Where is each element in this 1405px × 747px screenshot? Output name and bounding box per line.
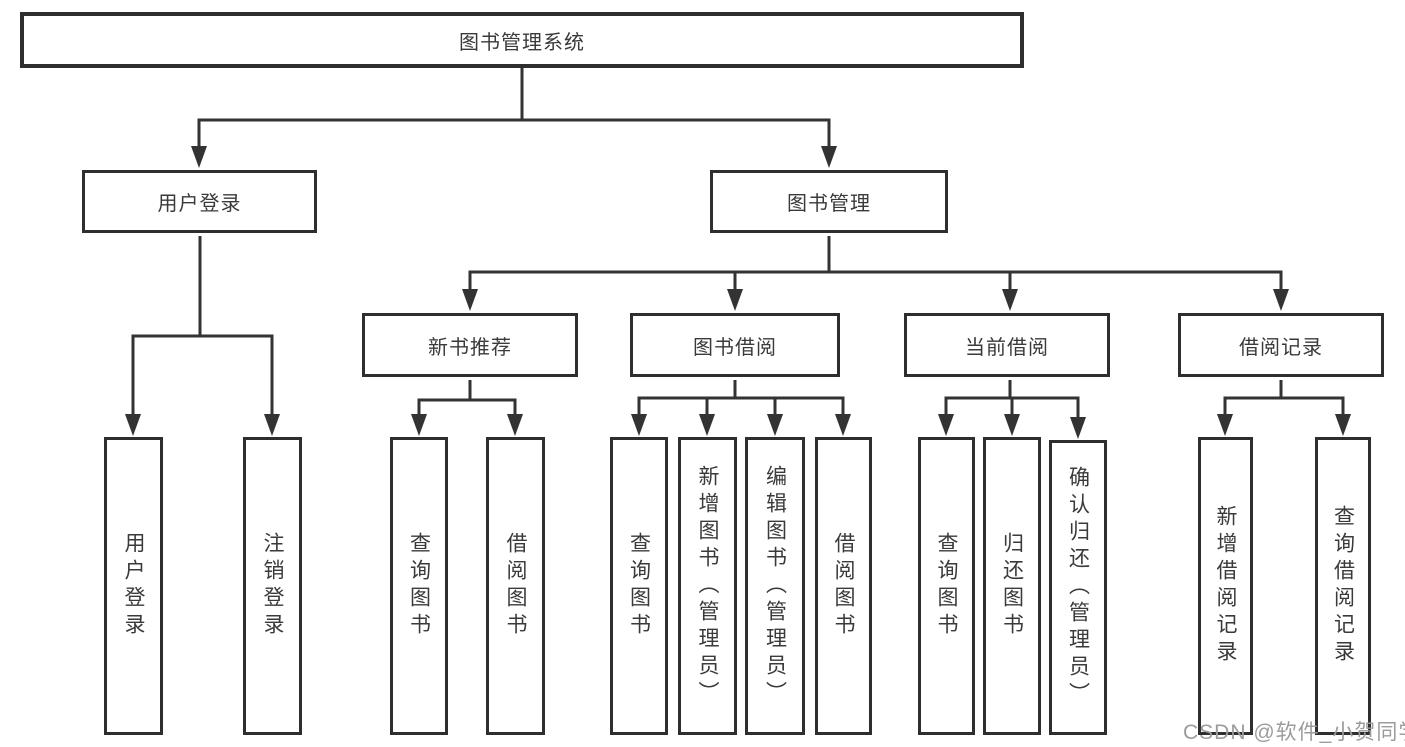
node-label: 图书管理 — [787, 193, 871, 215]
node-label: 用户登录 — [122, 532, 145, 640]
leaf-return-books: 归还图书 — [983, 437, 1041, 735]
leaf-add-borrow-record: 新增借阅记录 — [1198, 437, 1253, 735]
node-label: 新增借阅记录 — [1214, 505, 1237, 667]
csdn-watermark: CSDN @软件_小贺同学 — [1183, 721, 1405, 744]
leaf-query-books: 查询图书 — [390, 437, 448, 735]
leaf-query-borrow-record: 查询借阅记录 — [1315, 437, 1371, 735]
node-label: 借阅记录 — [1239, 336, 1323, 359]
leaf-borrow-books: 借阅图书 — [486, 437, 545, 735]
node-borrow-record: 借阅记录 — [1178, 313, 1384, 377]
node-label: 查询图书 — [627, 532, 651, 640]
node-current-borrow: 当前借阅 — [904, 313, 1110, 377]
node-label: 归还图书 — [1000, 532, 1024, 640]
leaf-confirm-return-admin: 确认归还（管理员） — [1049, 440, 1107, 735]
node-new-book-recommend: 新书推荐 — [362, 313, 578, 377]
node-label: 编辑图书（管理员） — [763, 464, 787, 708]
node-label: 新增图书（管理员） — [696, 464, 719, 708]
leaf-add-books-admin: 新增图书（管理员） — [678, 437, 737, 735]
node-label: 用户登录 — [157, 193, 242, 215]
node-label: 新书推荐 — [428, 336, 512, 359]
node-label: 借阅图书 — [504, 532, 527, 640]
node-label: 注销登录 — [261, 532, 284, 640]
node-library-system: 图书管理系统 — [20, 12, 1024, 68]
node-label: 当前借阅 — [965, 336, 1049, 359]
leaf-logout: 注销登录 — [243, 437, 302, 735]
node-label: 查询图书 — [407, 532, 431, 640]
node-label: 查询借阅记录 — [1331, 505, 1355, 667]
node-label: 查询图书 — [935, 532, 958, 640]
node-book-borrow: 图书借阅 — [630, 313, 840, 377]
leaf-user-login: 用户登录 — [104, 437, 163, 735]
node-label: 图书管理系统 — [459, 31, 585, 54]
leaf-query-books: 查询图书 — [918, 437, 975, 735]
node-label: 借阅图书 — [832, 532, 855, 640]
node-book-management: 图书管理 — [710, 170, 948, 233]
node-label: 图书借阅 — [693, 336, 777, 359]
leaf-edit-books-admin: 编辑图书（管理员） — [745, 437, 805, 735]
leaf-query-books: 查询图书 — [610, 437, 668, 735]
leaf-borrow-books: 借阅图书 — [815, 437, 872, 735]
node-user-login: 用户登录 — [82, 170, 317, 233]
node-label: 确认归还（管理员） — [1066, 466, 1090, 709]
